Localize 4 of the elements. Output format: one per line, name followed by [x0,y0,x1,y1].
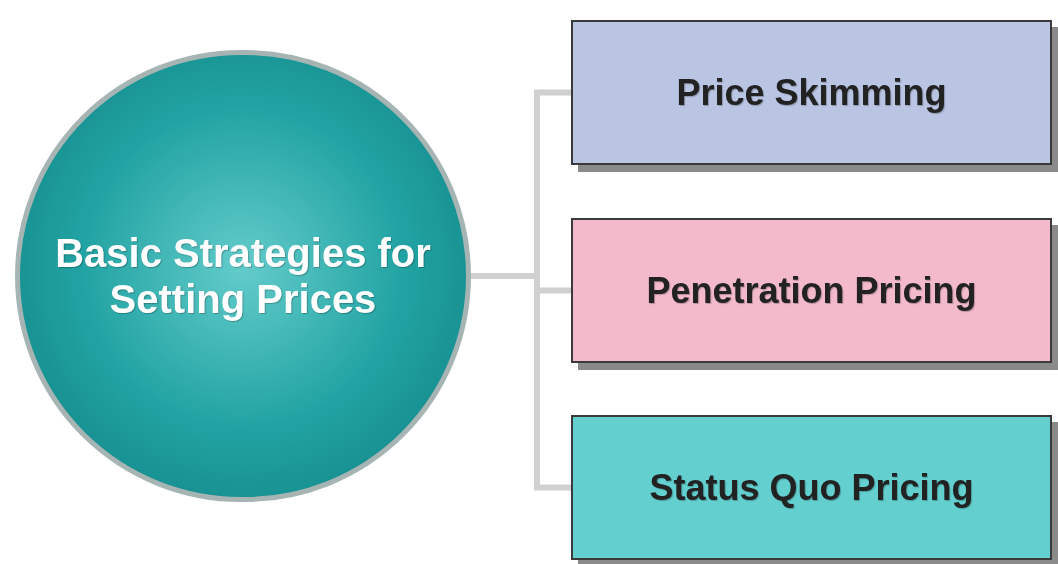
node-label: Basic Strategies for Setting Prices [54,230,432,322]
node-label: Penetration Pricing [646,268,977,313]
node-label: Status Quo Pricing [649,465,974,510]
node-label: Price Skimming [676,70,947,115]
